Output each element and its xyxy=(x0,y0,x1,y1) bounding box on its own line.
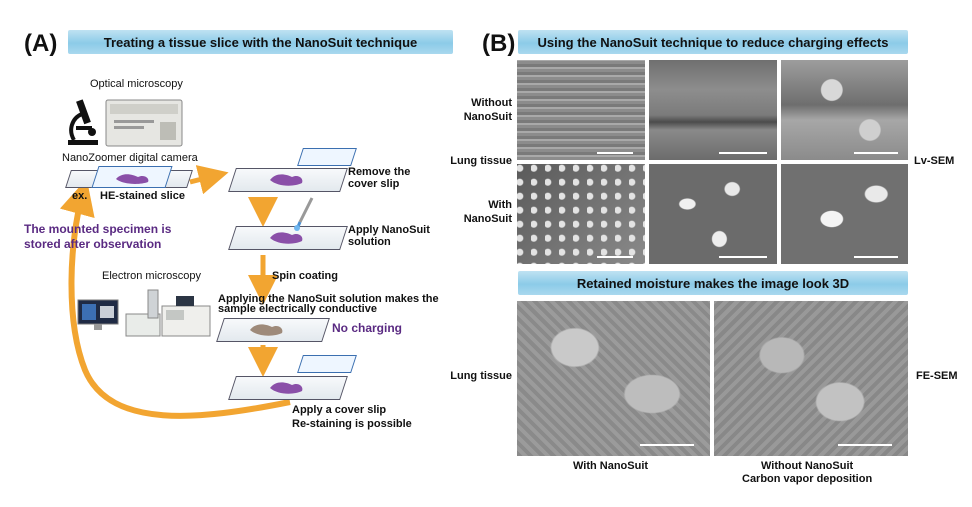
slide-scanner-icon xyxy=(105,99,183,147)
apply-cover-label: Apply a cover slip xyxy=(292,404,387,416)
sem-image-with-1 xyxy=(517,164,645,264)
tissue-sample-icon xyxy=(116,174,149,184)
without-nanosuit-label: Without NanoSuit xyxy=(463,97,512,123)
sem-image-with-2 xyxy=(649,164,777,264)
new-cover-slip xyxy=(297,355,357,373)
tissue-sample-icon xyxy=(270,382,303,394)
fe-sem-image-carbon xyxy=(714,301,908,456)
stored-note: The mounted specimen is stored after obs… xyxy=(24,222,172,251)
sem-image-without-2 xyxy=(649,60,777,160)
coated-tissue-icon xyxy=(250,324,283,336)
panel-b-title: Using the NanoSuit technique to reduce c… xyxy=(518,30,908,54)
example-label: ex. xyxy=(72,190,88,202)
sem-image-without-1 xyxy=(517,60,645,160)
no-charging-label: No charging xyxy=(332,321,403,335)
monitor-icon xyxy=(77,299,119,330)
with-nanosuit-caption: With NanoSuit xyxy=(573,460,649,472)
camera-label: NanoZoomer digital camera xyxy=(62,152,198,164)
tissue-sample-icon xyxy=(270,232,303,244)
sem-image-without-3 xyxy=(781,60,908,160)
without-nanosuit-caption: Without NanoSuit Carbon vapor deposition xyxy=(742,460,873,485)
fe-sem-label: FE-SEM xyxy=(916,370,958,382)
cover-slip xyxy=(297,148,357,166)
arrow-return-loop xyxy=(59,178,291,419)
spin-coating-label: Spin coating xyxy=(272,270,338,282)
fe-sem-image-with-nanosuit xyxy=(517,301,710,456)
remove-cover-label: Remove the cover slip xyxy=(348,166,411,190)
with-nanosuit-label: With NanoSuit xyxy=(463,199,512,225)
electron-microscope-icon xyxy=(125,289,211,337)
lv-sem-label: Lv-SEM xyxy=(914,155,955,167)
panel-a-letter: (A) xyxy=(24,30,58,57)
electron-microscopy-label: Electron microscopy xyxy=(102,270,202,282)
panel-b-letter: (B) xyxy=(482,30,516,57)
panel-b-subtitle: Retained moisture makes the image look 3… xyxy=(518,271,908,295)
pipette-icon xyxy=(294,197,314,231)
lung-tissue-label-2: Lung tissue xyxy=(450,370,512,382)
lung-tissue-label: Lung tissue xyxy=(450,155,512,167)
apply-solution-label: Apply NanoSuit solution xyxy=(348,224,430,248)
arrow-to-remove-cover xyxy=(189,165,229,195)
conductive-label: Applying the NanoSuit solution makes the… xyxy=(218,293,439,315)
tissue-sample-icon xyxy=(270,174,303,186)
microscope-icon xyxy=(68,99,98,145)
optical-microscopy-label: Optical microscopy xyxy=(90,78,183,90)
restaining-label: Re-staining is possible xyxy=(292,418,412,430)
he-slice-label: HE-stained slice xyxy=(100,190,185,202)
panel-a-title: Treating a tissue slice with the NanoSui… xyxy=(68,30,453,54)
sem-image-with-3 xyxy=(781,164,908,264)
